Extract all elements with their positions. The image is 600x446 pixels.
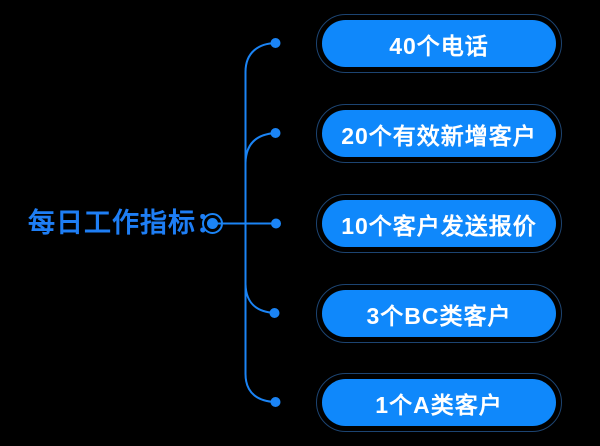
node-pill-3[interactable]: 10个客户发送报价 [316, 194, 562, 253]
node-pill-1[interactable]: 40个电话 [316, 14, 562, 73]
node-label: 1个A类客户 [375, 391, 503, 418]
branch-dot [271, 218, 281, 229]
node-pill-2[interactable]: 20个有效新增客户 [316, 104, 562, 163]
node-label: 3个BC类客户 [366, 302, 512, 329]
connector-branch-2 [244, 132, 276, 164]
root-node-ring [202, 213, 223, 234]
branch-dot [270, 128, 281, 138]
connector-branch-4 [244, 283, 275, 314]
node-pill-fill: 40个电话 [322, 20, 556, 67]
node-label: 20个有效新增客户 [341, 122, 537, 149]
node-pill-fill: 3个BC类客户 [322, 290, 556, 337]
node-pill-fill: 20个有效新增客户 [322, 110, 556, 157]
node-pill-5[interactable]: 1个A类客户 [316, 373, 562, 432]
node-pill-fill: 10个客户发送报价 [322, 200, 556, 247]
branch-dot [269, 308, 280, 318]
node-pill-4[interactable]: 3个BC类客户 [316, 284, 562, 343]
branch-dot [270, 38, 281, 48]
root-label: 每日工作指标： [28, 208, 224, 238]
node-label: 40个电话 [389, 32, 489, 59]
node-pill-fill: 1个A类客户 [322, 379, 556, 426]
branch-dot [270, 397, 281, 407]
node-label: 10个客户发送报价 [341, 212, 537, 239]
root-node-dot [207, 218, 218, 229]
